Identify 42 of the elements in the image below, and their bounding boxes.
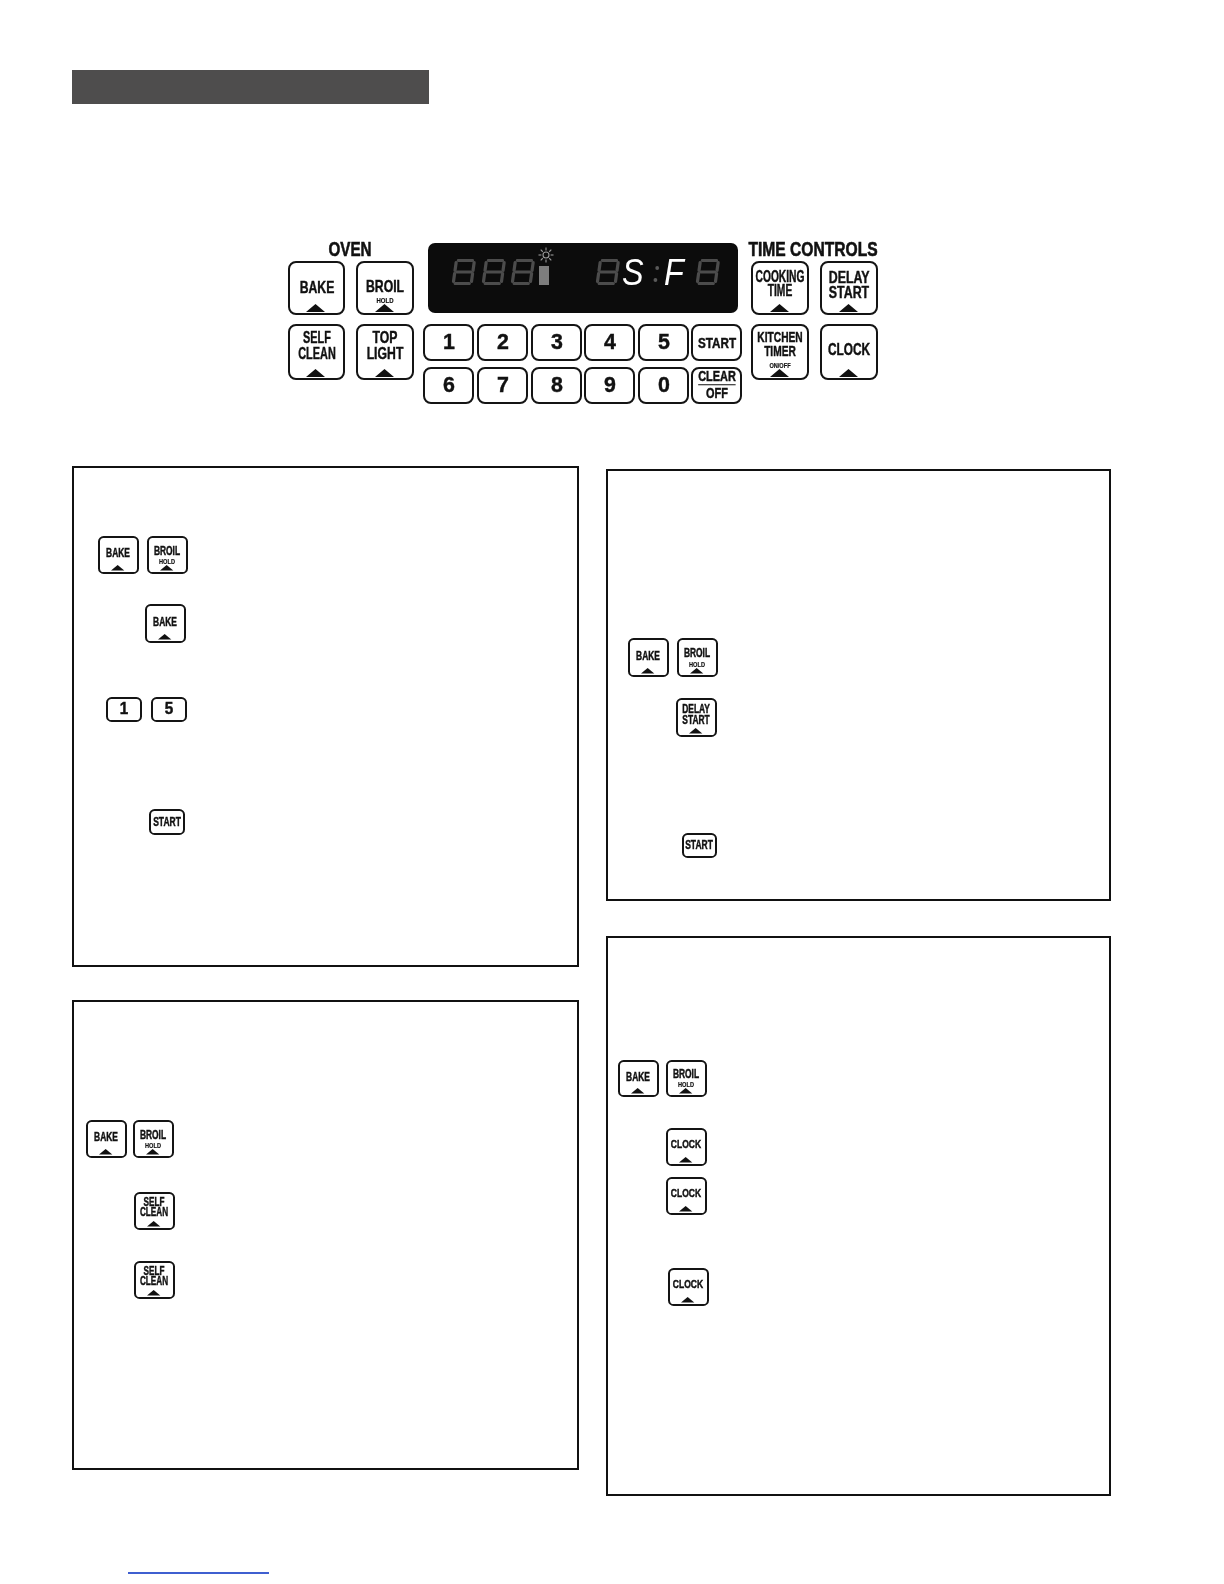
key-button: DELAY START <box>675 697 717 737</box>
key-button: 5 <box>150 696 187 722</box>
key-button: CLEAR OFF <box>691 367 742 404</box>
key-button: 2 <box>477 324 528 361</box>
display-panel <box>428 243 738 313</box>
key-button: 9 <box>584 367 635 404</box>
key-button: START <box>681 832 717 858</box>
instruction-panel <box>72 466 579 967</box>
key-button: 1 <box>423 324 474 361</box>
key-button: DELAY START <box>820 261 878 315</box>
key-button: 6 <box>423 367 474 404</box>
section-heading: OVEN <box>328 239 372 259</box>
key-button: CLOCK <box>665 1127 707 1166</box>
key-button: START <box>148 808 185 835</box>
instruction-panel <box>606 936 1111 1496</box>
key-button: CLOCK <box>665 1176 707 1215</box>
key-button: SELF CLEAN <box>133 1191 175 1230</box>
key-button: BAKE <box>288 261 345 315</box>
key-button: 1 <box>105 696 142 722</box>
instruction-panel <box>72 1000 579 1470</box>
section-heading: TIME CONTROLS <box>748 239 878 259</box>
key-button: 4 <box>584 324 635 361</box>
key-button: CLOCK <box>820 324 878 380</box>
display-character: S <box>622 255 644 291</box>
key-button: 3 <box>531 324 582 361</box>
key-button: BAKE <box>627 637 669 677</box>
key-button: CLOCK <box>667 1267 709 1306</box>
instruction-panel <box>606 469 1111 901</box>
key-button: 7 <box>477 367 528 404</box>
key-button: 8 <box>531 367 582 404</box>
key-button: BAKE <box>617 1059 659 1097</box>
key-button: 0 <box>638 367 689 404</box>
key-button: 5 <box>638 324 689 361</box>
display-character: F <box>664 255 684 291</box>
key-button: BAKE <box>97 535 139 574</box>
key-button: BAKE <box>85 1119 127 1158</box>
key-button: BAKE <box>144 603 186 643</box>
key-button: SELF CLEAN <box>288 324 345 380</box>
key-button: COOKING TIME <box>751 261 809 315</box>
key-button: START <box>691 324 742 361</box>
key-button: SELF CLEAN <box>133 1260 175 1299</box>
key-button: TOP LIGHT <box>356 324 414 380</box>
